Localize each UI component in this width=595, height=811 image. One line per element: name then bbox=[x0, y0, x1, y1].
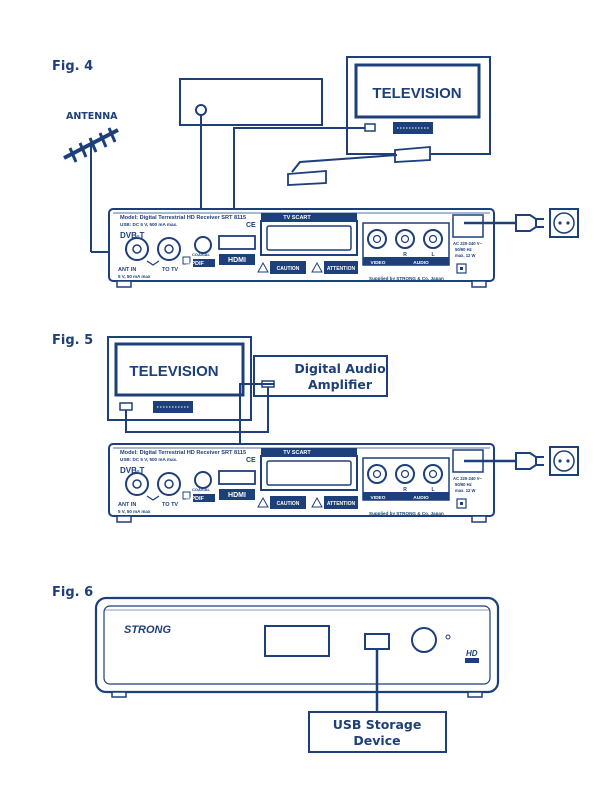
power-spec-2: 50/60 Hz bbox=[455, 482, 472, 487]
hd-badge: HD bbox=[466, 649, 478, 658]
hdmi-label: HDMI bbox=[228, 492, 246, 499]
hdmi-label: HDMI bbox=[228, 257, 246, 264]
fig6-title: Fig. 6 bbox=[52, 585, 93, 600]
scart-label: TV SCART bbox=[283, 215, 311, 221]
spdif-label: S/PDIF bbox=[186, 261, 204, 267]
audio-r-label: R bbox=[403, 252, 407, 258]
audio-l-label: L bbox=[431, 252, 434, 258]
antenna-icon bbox=[63, 127, 119, 252]
fig6: Fig. 6 STRONG HD USB Storage Device bbox=[52, 585, 500, 753]
dvb-logo: DVB-T bbox=[120, 231, 145, 240]
usb-spec-text: USB: DC 5 V, 500 mA max. bbox=[120, 457, 177, 462]
fig4: Fig. 4 ANTENNA TELEVISION bbox=[52, 56, 580, 288]
model-text: Model: Digital Terrestrial HD Receiver S… bbox=[120, 450, 246, 456]
supplied-by-text: Supplied by STRONG & Co, Japan bbox=[369, 511, 444, 516]
ant-in-label: ANT IN bbox=[118, 502, 136, 508]
caution-label: CAUTION bbox=[277, 266, 300, 272]
scart-cable-icon bbox=[287, 146, 431, 186]
television-label: TELEVISION bbox=[372, 85, 461, 102]
video-label: VIDEO bbox=[371, 495, 386, 501]
strong-logo: STRONG bbox=[124, 624, 172, 636]
amplifier-label-line2: Amplifier bbox=[308, 377, 373, 392]
scart-label: TV SCART bbox=[283, 450, 311, 456]
ant-spec-label: 5 V, 50 mA max bbox=[118, 274, 151, 279]
power-button-icon bbox=[411, 627, 437, 653]
fig5-title: Fig. 5 bbox=[52, 333, 93, 348]
standby-led-icon bbox=[445, 634, 451, 640]
attention-label: ATTENTION bbox=[327, 266, 356, 272]
usb-spec-text: USB: DC 5 V, 500 mA max. bbox=[120, 222, 177, 227]
fig5: Fig. 5 TELEVISION Digital Audio Amplifie… bbox=[52, 333, 580, 523]
video-label: VIDEO bbox=[371, 260, 386, 266]
hdmi-cable bbox=[233, 127, 365, 240]
ant-spec-label: 5 V, 50 mA max bbox=[118, 509, 151, 514]
usb-label-line2: Device bbox=[353, 733, 400, 748]
audio-device-box bbox=[179, 78, 323, 126]
dvb-logo: DVB-T bbox=[120, 466, 145, 475]
caution-label: CAUTION bbox=[277, 501, 300, 507]
usb-port-icon bbox=[364, 633, 390, 650]
ce-mark: CE bbox=[246, 457, 256, 464]
supplied-by-text: Supplied by STRONG & Co, Japan bbox=[369, 276, 444, 281]
power-plug-icon bbox=[498, 207, 580, 239]
hdmi-cable-tv-to-amp bbox=[125, 387, 269, 433]
attention-label: ATTENTION bbox=[327, 501, 356, 507]
television-label-fig5: TELEVISION bbox=[129, 363, 218, 380]
audio-r-label: R bbox=[403, 487, 407, 493]
coaxial-label: COAXIAL bbox=[192, 487, 211, 492]
amplifier-label-line1: Digital Audio bbox=[294, 361, 386, 376]
audio-amplifier-box bbox=[253, 355, 388, 397]
tv-hdmi-port-icon bbox=[364, 123, 376, 132]
usb-storage-device-box bbox=[308, 711, 447, 753]
fig4-title: Fig. 4 bbox=[52, 59, 93, 74]
to-tv-label: TO TV bbox=[162, 267, 178, 273]
audio-label: AUDIO bbox=[413, 495, 429, 501]
coaxial-label: COAXIAL bbox=[192, 252, 211, 257]
tv-hdmi-port-icon-fig5 bbox=[119, 402, 133, 411]
receiver-labels-fig5: Model: Digital Terrestrial HD Receiver S… bbox=[118, 450, 483, 516]
usb-label-line1: USB Storage bbox=[333, 717, 422, 732]
power-spec-1: AC 220-240 V~ bbox=[453, 476, 483, 481]
power-spec-1: AC 220-240 V~ bbox=[453, 241, 483, 246]
front-display-icon bbox=[264, 625, 330, 657]
audio-l-label: L bbox=[431, 487, 434, 493]
power-spec-3: max. 12 W bbox=[455, 253, 476, 258]
power-spec-2: 50/60 Hz bbox=[455, 247, 472, 252]
receiver-labels-fig4: Model: Digital Terrestrial HD Receiver S… bbox=[118, 215, 483, 281]
audio-label: AUDIO bbox=[413, 260, 429, 266]
ant-in-label: ANT IN bbox=[118, 267, 136, 273]
power-spec-3: max. 12 W bbox=[455, 488, 476, 493]
model-text: Model: Digital Terrestrial HD Receiver S… bbox=[120, 215, 246, 221]
power-plug-icon-fig5 bbox=[498, 445, 580, 477]
spdif-label: S/PDIF bbox=[186, 496, 204, 502]
coaxial-input-icon bbox=[195, 104, 207, 116]
to-tv-label: TO TV bbox=[162, 502, 178, 508]
ce-mark: CE bbox=[246, 222, 256, 229]
antenna-label: ANTENNA bbox=[66, 111, 118, 122]
